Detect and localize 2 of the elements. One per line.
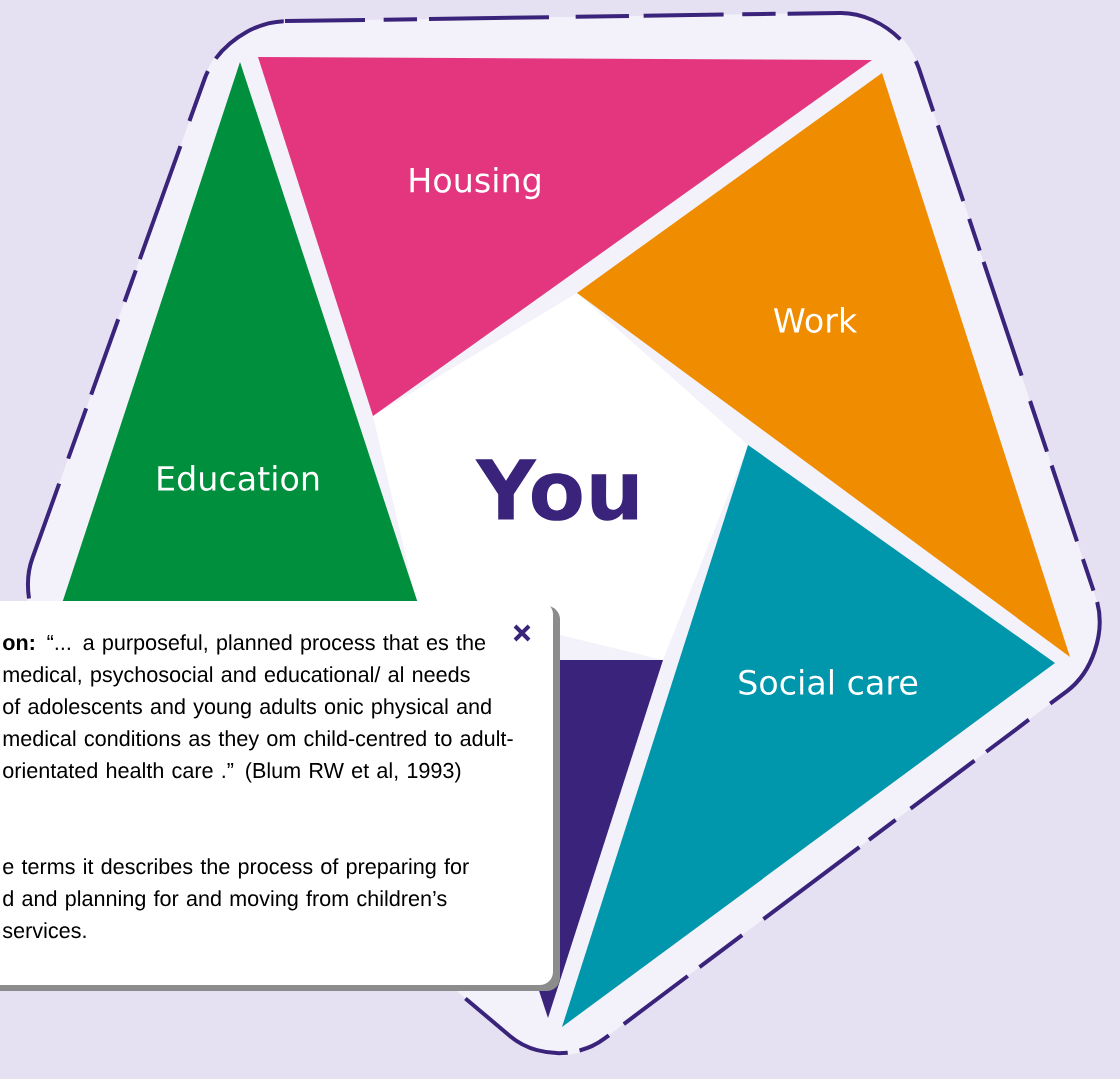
- card-text: e terms it describes the process of preparing for d and planning for and moving from children’s services.: [2, 858, 469, 939]
- popup-card: [0, 601, 560, 991]
